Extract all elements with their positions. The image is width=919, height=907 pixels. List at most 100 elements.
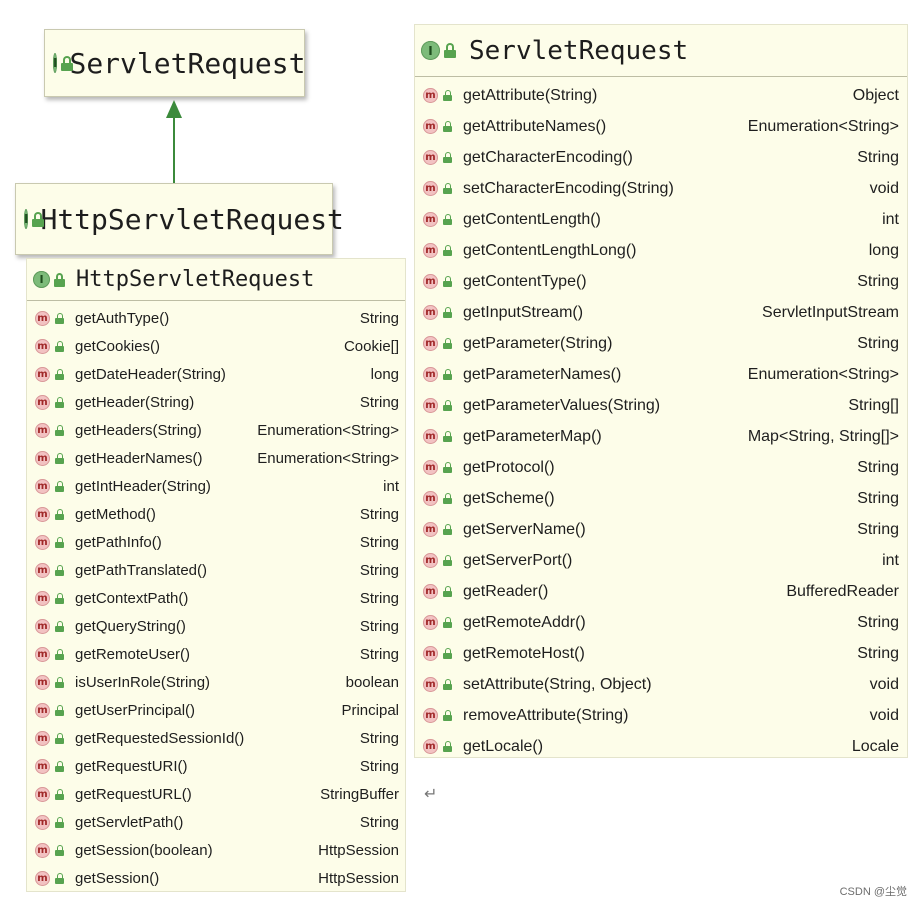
method-icon: m [35,730,50,746]
method-name: setCharacterEncoding(String) [463,179,674,197]
return-type: long [868,241,899,259]
return-type: String [359,561,399,579]
method-name: getParameterValues(String) [463,396,661,414]
return-type: String [857,613,899,631]
method-name: setAttribute(String, Object) [463,675,652,693]
public-lock-icon [443,275,453,288]
return-type: String [359,533,399,551]
method-icon: m [35,618,50,634]
return-type: HttpSession [318,841,399,859]
return-type: Cookie[] [343,337,399,355]
public-lock-icon [55,732,65,745]
method-icon: m [35,646,50,662]
method-name: getHeaderNames() [75,449,203,467]
interface-icon: I [421,41,440,60]
public-lock-icon [55,312,65,325]
method-name: getDateHeader(String) [75,365,226,383]
public-lock-icon [443,430,453,443]
public-lock-icon [55,676,65,689]
public-lock-icon [443,368,453,381]
return-type: String [359,729,399,747]
return-type: HttpSession [318,869,399,887]
interface-icon: I [24,209,29,229]
return-type: void [869,179,899,197]
public-lock-icon [55,396,65,409]
method-name: getUserPrincipal() [75,701,196,719]
method-icon: m [35,310,50,326]
method-name: getRemoteAddr() [463,613,586,631]
servlet-request-class-box[interactable]: I ServletRequest [44,29,305,97]
method-icon: m [35,534,50,550]
method-icon: m [423,243,438,258]
return-type: Enumeration<String> [257,449,399,467]
public-lock-icon [55,452,65,465]
panel-title: ServletRequest [469,35,689,66]
method-name: removeAttribute(String) [463,706,629,724]
method-icon: m [423,336,438,351]
method-name: getAttributeNames() [463,117,607,135]
method-icon: m [35,842,50,858]
public-lock-icon [55,424,65,437]
method-name: getMethod() [75,505,156,523]
method-name: getServerPort() [463,551,573,569]
method-icon: m [35,590,50,606]
method-icon: m [423,646,438,661]
return-type: boolean [345,673,399,691]
public-lock-icon [443,151,453,164]
watermark: CSDN @尘觉 [839,886,907,898]
interface-icon: I [53,53,58,73]
panel-header: I ServletRequest [415,25,907,77]
http-servlet-request-class-box[interactable]: I HttpServletRequest [15,183,344,255]
return-type: String [857,458,899,476]
public-lock-icon [55,536,65,549]
public-lock-icon [54,272,66,288]
method-icon: m [35,702,50,718]
public-lock-icon [55,872,65,885]
public-lock-icon [443,213,453,226]
